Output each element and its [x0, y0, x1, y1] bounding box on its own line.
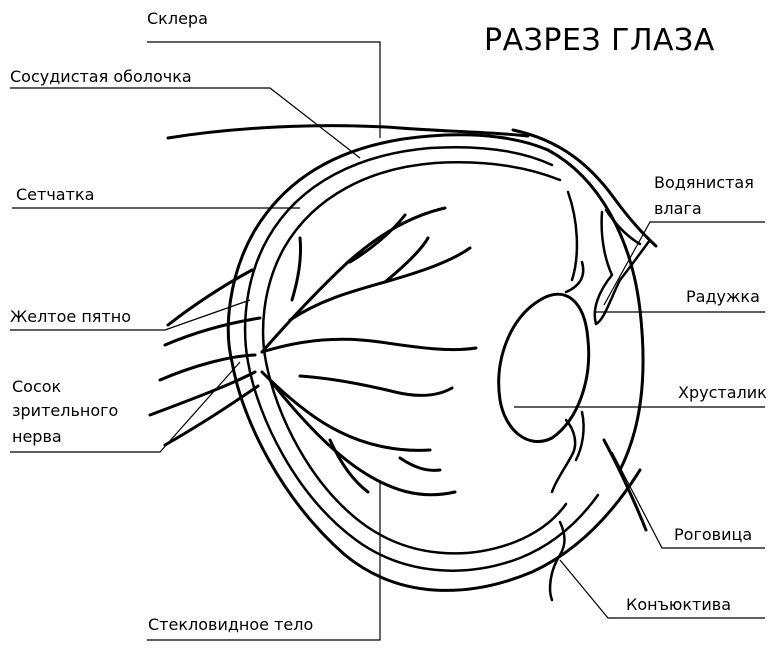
label-macula: Желтое пятно [10, 307, 131, 326]
sclera-outline [228, 135, 640, 591]
eye-drawing [150, 126, 656, 600]
lens-outline [499, 294, 589, 441]
label-aqueous-line1: Водянистая [654, 173, 754, 192]
iris-lower-inner [576, 412, 584, 460]
vessel-upper-5 [292, 238, 301, 300]
label-optic-disc-line2: зрительного [12, 401, 118, 420]
retina-inner-edge [568, 192, 577, 280]
vessel-upper-2 [290, 248, 470, 320]
label-vitreous: Стекловидное тело [148, 615, 313, 634]
label-optic-disc-line1: Сосок [12, 377, 62, 396]
label-cornea: Роговица [674, 525, 752, 544]
label-optic-disc-line3: нерва [12, 427, 62, 446]
optic-nerve-line-2 [160, 355, 255, 380]
label-aqueous-line2: влага [654, 199, 702, 218]
vessel-lower-3 [400, 458, 440, 470]
vessel-upper-1 [262, 208, 445, 352]
vessel-lower-2 [330, 440, 368, 492]
iris-lower [552, 420, 575, 492]
upper-eyelid-line [513, 130, 656, 246]
label-conjunctiva: Конъюктива [626, 595, 731, 614]
choroid-outline [245, 147, 598, 571]
vessel-middle-2 [300, 376, 452, 395]
lower-cornea-line [604, 440, 646, 530]
label-iris: Радужка [686, 287, 760, 306]
vessel-middle-1 [262, 339, 476, 352]
diagram-title: РАЗРЕЗ ГЛАЗА [484, 23, 715, 58]
label-sclera: Склера [147, 9, 208, 28]
leader-lines [10, 42, 765, 640]
label-retina: Сетчатка [16, 185, 94, 204]
leader-choroid [10, 88, 360, 158]
label-choroid: Сосудистая оболочка [10, 67, 192, 86]
optic-nerve-upper-sheath [168, 270, 252, 325]
vessel-middle-3 [262, 372, 430, 450]
leader-sclera [147, 42, 380, 138]
label-lens: Хрусталик [678, 383, 767, 402]
